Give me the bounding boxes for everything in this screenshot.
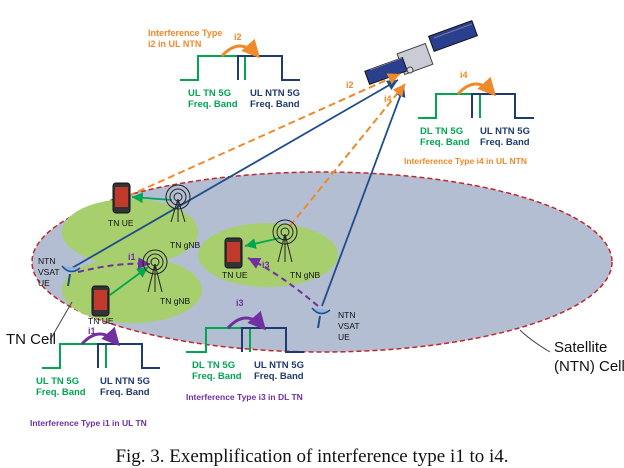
- tn-gnb-antenna-icon-3: [142, 249, 168, 293]
- i1-right-band-label: UL NTN 5G Freq. Band: [100, 376, 150, 398]
- i3-right-band-label: UL NTN 5G Freq. Band: [254, 360, 304, 382]
- satellite-cell-leader: [519, 329, 551, 353]
- i2-band-tag: i2: [234, 32, 242, 42]
- tn-ue-label-2: TN UE: [222, 270, 248, 280]
- tn-gnb-antenna-icon-1: [165, 184, 191, 223]
- ul-link-left-ntn-ue: [71, 79, 399, 269]
- satellite-icon: [364, 19, 478, 86]
- tn-gnb-label-3: TN gNB: [160, 296, 191, 306]
- i4-type-label: Interference Type i4 in UL NTN: [404, 156, 527, 166]
- band-diagram-i1: [42, 326, 160, 369]
- tn-link-1: [131, 192, 173, 204]
- tn-gnb-label-2: TN gNB: [290, 270, 321, 280]
- i2-interference-link: [127, 73, 401, 197]
- tn-link-2: [244, 237, 281, 249]
- tn-gnb-antenna-icon-2: [272, 219, 298, 263]
- i4-left-band-label: DL TN 5G Freq. Band: [420, 126, 470, 148]
- i2-type-label: Interference Type i2 in UL NTN: [148, 28, 223, 49]
- i4-interference-link: [289, 83, 406, 227]
- i1-type-label: Interference Type i1 in UL TN: [30, 418, 147, 428]
- tn-cell-leader: [49, 301, 73, 341]
- ul-link-right-ntn-ue: [321, 85, 406, 307]
- i3-left-band-label: DL TN 5G Freq. Band: [192, 360, 242, 382]
- i2-right-band-label: UL NTN 5G Freq. Band: [250, 88, 300, 110]
- figure-caption: Fig. 3. Exemplification of interference …: [115, 446, 509, 467]
- i3-link-tag: i3: [262, 260, 270, 270]
- band-diagram-i4: [418, 76, 534, 119]
- i1-band-tag: i1: [88, 326, 96, 336]
- tn-link-3: [109, 266, 149, 296]
- i1-left-band-label: UL TN 5G Freq. Band: [36, 376, 86, 398]
- ntn-vsat-left-label: NTN VSAT UE: [38, 256, 60, 288]
- tn-ue-phone-icon-2: [224, 237, 243, 269]
- i4-band-tag: i4: [460, 70, 468, 80]
- i2-link-tag: i2: [346, 80, 354, 90]
- i1-link-tag: i1: [128, 252, 136, 262]
- tn-ue-label-1: TN UE: [108, 218, 134, 228]
- tn-gnb-label-1: TN gNB: [170, 240, 201, 250]
- i3-type-label: Interference Type i3 in DL TN: [186, 392, 303, 402]
- tn-ue-label-3: TN UE: [88, 316, 114, 326]
- i4-link-tag: i4: [384, 94, 392, 104]
- ntn-vsat-dish-icon-right: [311, 307, 331, 329]
- i2-left-band-label: UL TN 5G Freq. Band: [188, 88, 238, 110]
- band-diagram-i2: [180, 38, 300, 81]
- i4-right-band-label: UL NTN 5G Freq. Band: [480, 126, 530, 148]
- tn-cell-area-3: [62, 257, 202, 323]
- satellite-cell-label: Satellite (NTN) Cell: [554, 339, 624, 375]
- ntn-vsat-right-label: NTN VSAT UE: [338, 310, 360, 342]
- tn-cell-label: TN Cell: [6, 331, 57, 348]
- tn-ue-phone-icon-1: [112, 182, 131, 214]
- band-diagram-i3: [186, 310, 304, 353]
- i3-band-tag: i3: [236, 298, 244, 308]
- tn-ue-phone-icon-3: [91, 285, 110, 317]
- ntn-vsat-dish-icon-left: [61, 265, 81, 287]
